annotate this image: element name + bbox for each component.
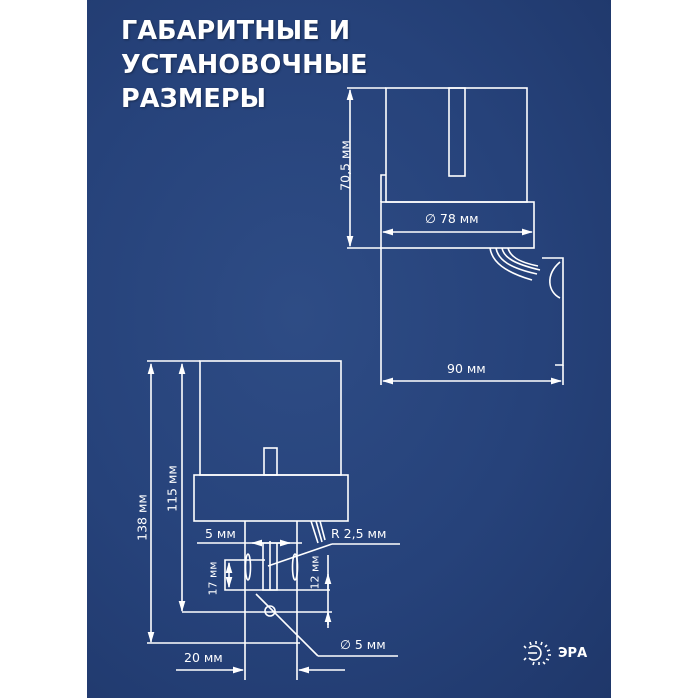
title-line-1: ГАБАРИТНЫЕ И УСТАНОВОЧНЫЕ [121,16,368,80]
page-title: ГАБАРИТНЫЕ И УСТАНОВОЧНЫЕ РАЗМЕРЫ [121,14,601,116]
era-logo: ЭРА [520,640,587,666]
slot-width-5-label: 5 мм [205,526,236,541]
slot-height-17-label: 17 мм [206,561,220,596]
top-view-drawing [346,87,564,385]
width-90-label: 90 мм [447,361,486,376]
slot-depth-12-label: 12 мм [308,555,322,590]
logo-text: ЭРА [558,645,588,661]
title-line-2: РАЗМЕРЫ [121,84,267,114]
sun-icon [523,641,551,666]
hole-5-label: ∅ 5 мм [340,637,386,652]
height-70-5-label: 70,5 мм [337,140,353,191]
radius-2-5-label: R 2,5 мм [331,526,387,541]
diameter-78-label: ∅ 78 мм [425,211,479,226]
base-width-20-label: 20 мм [184,650,223,665]
side-view-drawing [147,360,400,680]
height-115-label: 115 мм [164,465,180,512]
height-138-label: 138 мм [134,494,150,541]
